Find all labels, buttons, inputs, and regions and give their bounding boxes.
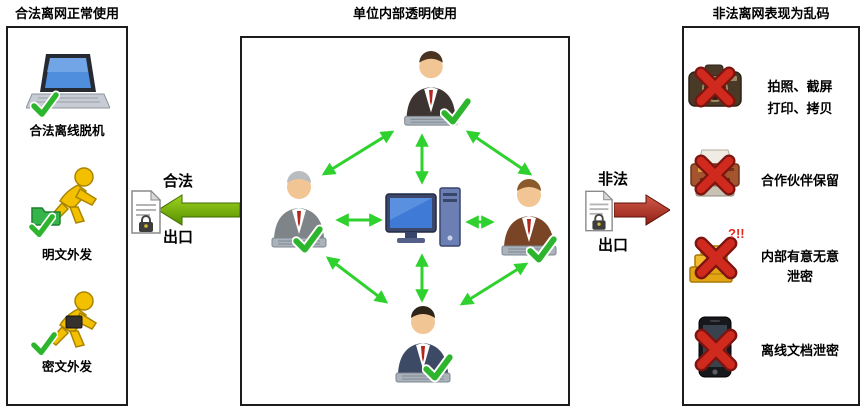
red-x-icon <box>692 152 738 198</box>
check-icon <box>30 90 60 120</box>
left-item-label-ciphertext: 密文外发 <box>41 360 92 374</box>
check-icon <box>292 224 324 256</box>
encrypted-document-icon <box>130 190 162 234</box>
right-panel-title: 非法离网表现为乱码 <box>712 6 830 21</box>
person-outbound-cipher-icon <box>38 290 104 352</box>
illegal-exit-word2: 出口 <box>598 237 629 254</box>
check-icon <box>28 212 56 240</box>
legal-exit-word2: 出口 <box>163 229 194 246</box>
legal-exit-arrow <box>158 194 240 226</box>
right-item-line: 泄密 <box>786 269 813 284</box>
laptop-icon <box>26 52 110 114</box>
leak-alert-text: ?!! <box>728 226 745 241</box>
right-item-line: 内部有意无意 <box>760 249 839 264</box>
check-icon <box>30 330 58 358</box>
encrypted-document-icon <box>584 190 614 232</box>
right-item-line: 打印、拷贝 <box>767 101 833 116</box>
check-icon <box>526 234 558 266</box>
right-item-line: 拍照、截屏 <box>767 79 833 94</box>
legal-exit-word: 合法 <box>163 173 194 190</box>
left-item-label-plaintext: 明文外发 <box>41 248 92 262</box>
red-x-icon <box>692 234 740 282</box>
illegal-exit-word: 非法 <box>598 171 629 188</box>
central-computer-icon <box>384 186 464 252</box>
left-panel-title: 合法离网正常使用 <box>14 6 119 21</box>
check-icon <box>440 96 472 128</box>
right-item-line: 合作伙伴保留 <box>760 173 839 188</box>
center-panel-title: 单位内部透明使用 <box>352 6 457 21</box>
illegal-exit-arrow <box>614 194 670 226</box>
check-icon <box>422 352 454 384</box>
red-x-icon <box>692 64 738 110</box>
office-worker-right-icon <box>496 178 562 260</box>
red-x-icon <box>692 326 740 374</box>
right-item-line: 离线文档泄密 <box>760 343 839 358</box>
left-item-label-offline: 合法离线脱机 <box>29 124 105 138</box>
